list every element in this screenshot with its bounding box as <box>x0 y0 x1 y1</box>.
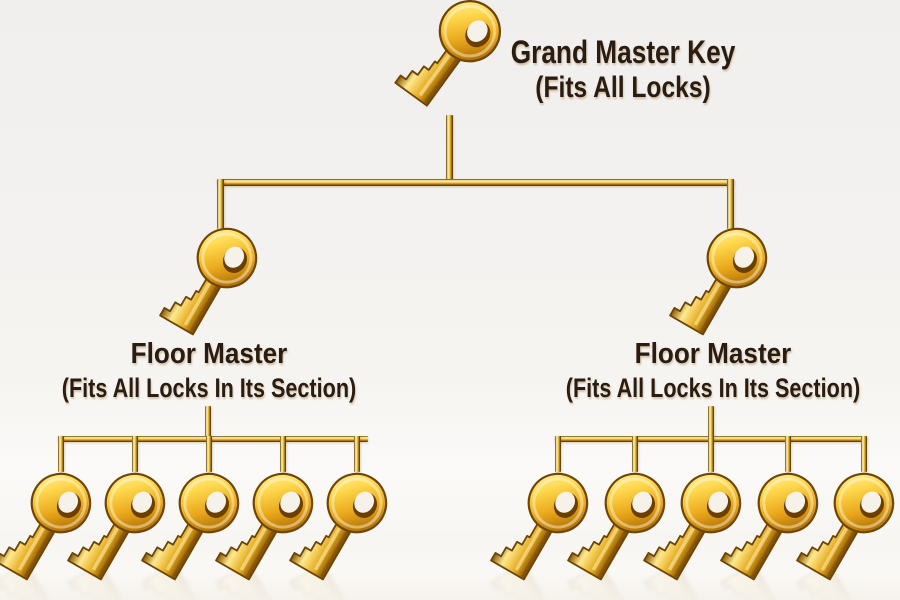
connector-left-drop-4 <box>280 436 286 472</box>
connector-left-drop-5 <box>354 436 360 472</box>
floor-master-right-label: Floor Master <box>634 338 792 370</box>
change-key-icon <box>826 471 899 595</box>
grand-master-label: Grand Master Key <box>510 34 736 70</box>
floor-master-left-label-block: Floor Master (Fits All Locks In Its Sect… <box>9 337 409 404</box>
floor-master-left-label: Floor Master <box>130 338 288 370</box>
floor-master-left-sublabel: (Fits All Locks In Its Section) <box>61 373 357 403</box>
connector-root-drop-right <box>727 179 734 229</box>
floor-master-right-sublabel: (Fits All Locks In Its Section) <box>565 373 861 403</box>
connector-root-bar <box>217 179 734 186</box>
connector-root-stem <box>446 115 453 182</box>
connector-right-drop-4 <box>785 436 791 472</box>
connector-right-drop-1 <box>555 436 561 472</box>
connector-left-drop-2 <box>132 436 138 472</box>
floor-master-key-icon-right <box>699 226 772 350</box>
grand-master-sublabel: (Fits All Locks) <box>535 71 711 104</box>
connector-left-bar <box>58 436 368 442</box>
connector-root-drop-left <box>217 179 224 229</box>
connector-left-stem <box>205 406 211 440</box>
connector-left-drop-3 <box>206 436 212 472</box>
connector-right-stem <box>708 406 714 440</box>
floor-master-right-label-block: Floor Master (Fits All Locks In Its Sect… <box>513 337 900 404</box>
connector-right-drop-5 <box>861 436 867 472</box>
connector-right-drop-2 <box>632 436 638 472</box>
floor-master-key-icon-left <box>189 226 262 350</box>
grand-master-label-block: Grand Master Key (Fits All Locks) <box>423 33 823 105</box>
connector-right-drop-3 <box>708 436 714 472</box>
connector-left-drop-1 <box>58 436 64 472</box>
change-key-icon <box>319 471 392 595</box>
